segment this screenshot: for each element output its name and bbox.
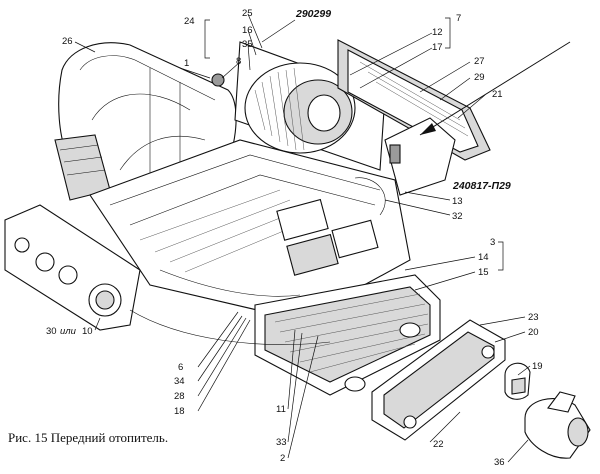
control-cables xyxy=(129,177,386,345)
heater-gasket-frame xyxy=(371,319,506,441)
callout-1: 1 xyxy=(184,58,189,69)
callout-3: 3 xyxy=(490,237,495,248)
callout-20: 20 xyxy=(528,327,539,338)
callout-14: 14 xyxy=(478,252,489,263)
cabin-filter-frame xyxy=(337,39,491,161)
callout-32: 32 xyxy=(452,211,463,222)
callout-33: 33 xyxy=(276,437,287,448)
callout-28: 28 xyxy=(174,391,185,402)
callout-10: 10 xyxy=(82,326,93,337)
part-code-290299: 290299 xyxy=(295,8,331,20)
callout-25: 25 xyxy=(242,8,253,19)
valve-drive-fitting xyxy=(524,391,591,459)
callout-16: 16 xyxy=(242,25,253,36)
pointer-arrow xyxy=(419,41,571,136)
callout-17: 17 xyxy=(432,42,443,53)
callout-24: 24 xyxy=(184,16,195,27)
callout-labels: 24 25 16 35 8 1 26 290299 7 12 17 27 29 … xyxy=(46,8,543,468)
callout-6: 6 xyxy=(178,362,183,373)
control-panel xyxy=(4,204,141,331)
callout-2: 2 xyxy=(280,453,285,464)
callout-18: 18 xyxy=(174,406,185,417)
callout-13: 13 xyxy=(452,196,463,207)
callout-27: 27 xyxy=(474,56,485,67)
heater-valve xyxy=(504,362,531,400)
callout-12: 12 xyxy=(432,27,443,38)
callout-35: 35 xyxy=(242,39,253,50)
callout-19: 19 xyxy=(532,361,543,372)
callout-7: 7 xyxy=(456,13,461,24)
callout-26: 26 xyxy=(62,36,73,47)
callout-21: 21 xyxy=(492,89,503,100)
callout-11: 11 xyxy=(276,404,286,415)
figure-caption: Рис. 15 Передний отопитель. xyxy=(8,430,169,445)
heater-core-radiator xyxy=(254,274,441,396)
callout-29: 29 xyxy=(474,72,485,83)
leader-lines xyxy=(74,13,531,463)
callout-34: 34 xyxy=(174,376,185,387)
callout-36: 36 xyxy=(494,457,505,468)
part-code-240817-p29: 240817-П29 xyxy=(452,180,511,192)
callout-22: 22 xyxy=(433,439,444,450)
callout-15: 15 xyxy=(478,267,489,278)
callout-30: 30 xyxy=(46,326,57,337)
callout-8: 8 xyxy=(236,56,241,67)
heater-central-housing xyxy=(89,117,456,321)
callout-23: 23 xyxy=(528,312,539,323)
blower-fan xyxy=(211,41,386,171)
callout-or: или xyxy=(60,326,77,337)
